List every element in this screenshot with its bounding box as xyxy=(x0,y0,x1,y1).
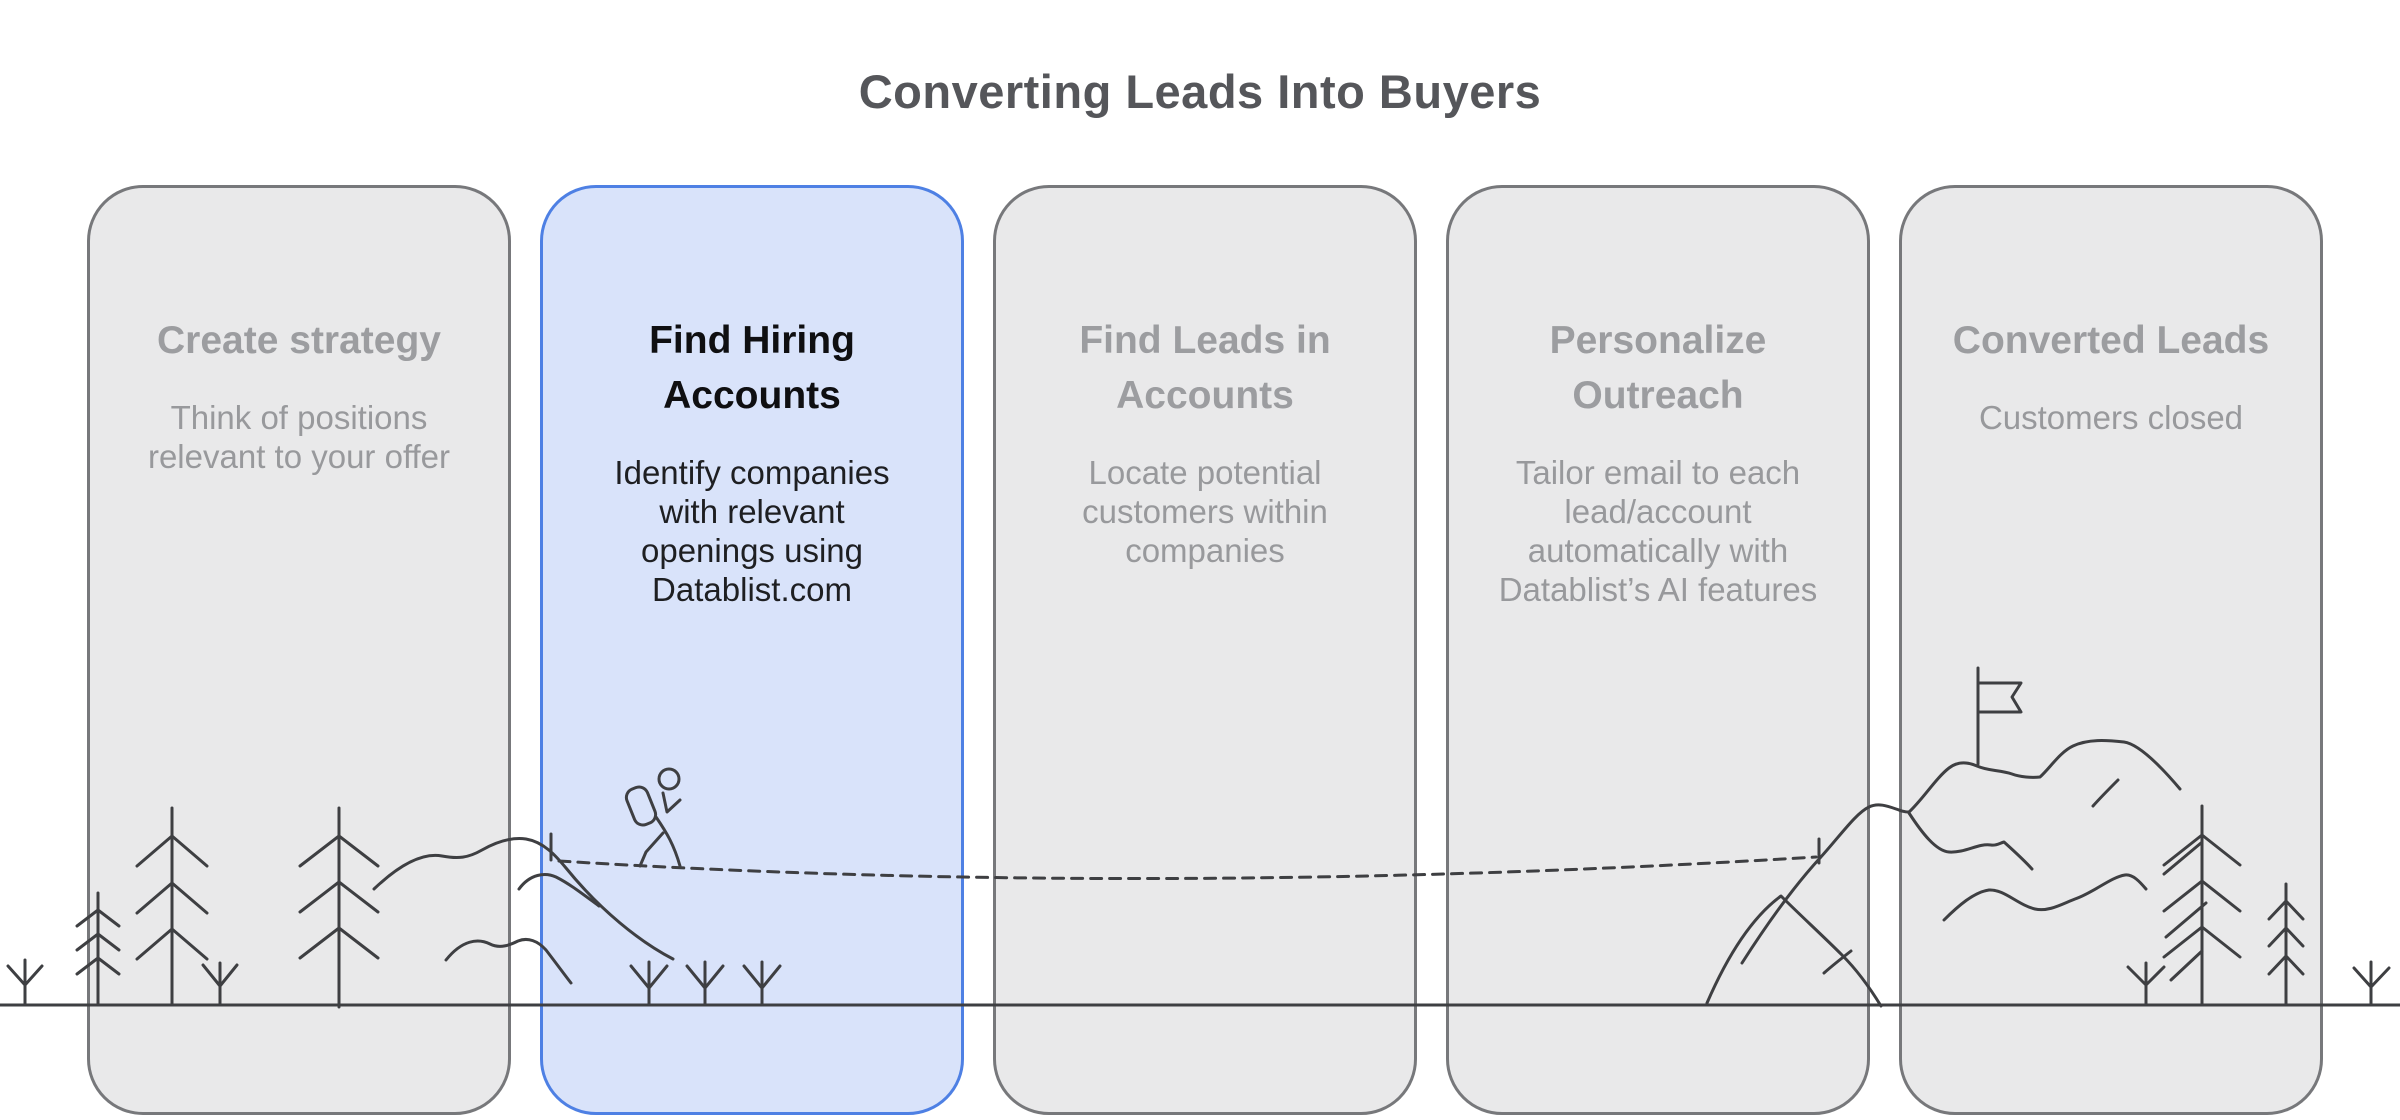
step-card-find-leads-in-accounts: Find Leads in Accounts Locate potential … xyxy=(993,185,1417,1115)
step-title: Converted Leads xyxy=(1952,319,2270,362)
step-card-find-hiring-accounts: Find Hiring Accounts Identify companies … xyxy=(540,185,964,1115)
step-description: Customers closed xyxy=(1978,399,2244,436)
step-description: Locate potential customers within compan… xyxy=(1082,454,1328,569)
step-description: Think of positions relevant to your offe… xyxy=(147,399,451,475)
step-title: Create strategy xyxy=(157,319,441,362)
page-title: Converting Leads Into Buyers xyxy=(858,65,1542,118)
step-card-personalize-outreach: Personalize Outreach Tailor email to eac… xyxy=(1446,185,1870,1115)
step-card-converted-leads: Converted Leads Customers closed xyxy=(1899,185,2323,1115)
step-title: Find Hiring Accounts xyxy=(649,319,855,417)
step-card-create-strategy: Create strategy Think of positions relev… xyxy=(87,185,511,1115)
step-title: Find Leads in Accounts xyxy=(1079,319,1331,417)
step-description: Identify companies with relevant opening… xyxy=(614,454,890,608)
step-description: Tailor email to each lead/account automa… xyxy=(1498,454,1818,608)
step-title: Personalize Outreach xyxy=(1549,319,1767,417)
